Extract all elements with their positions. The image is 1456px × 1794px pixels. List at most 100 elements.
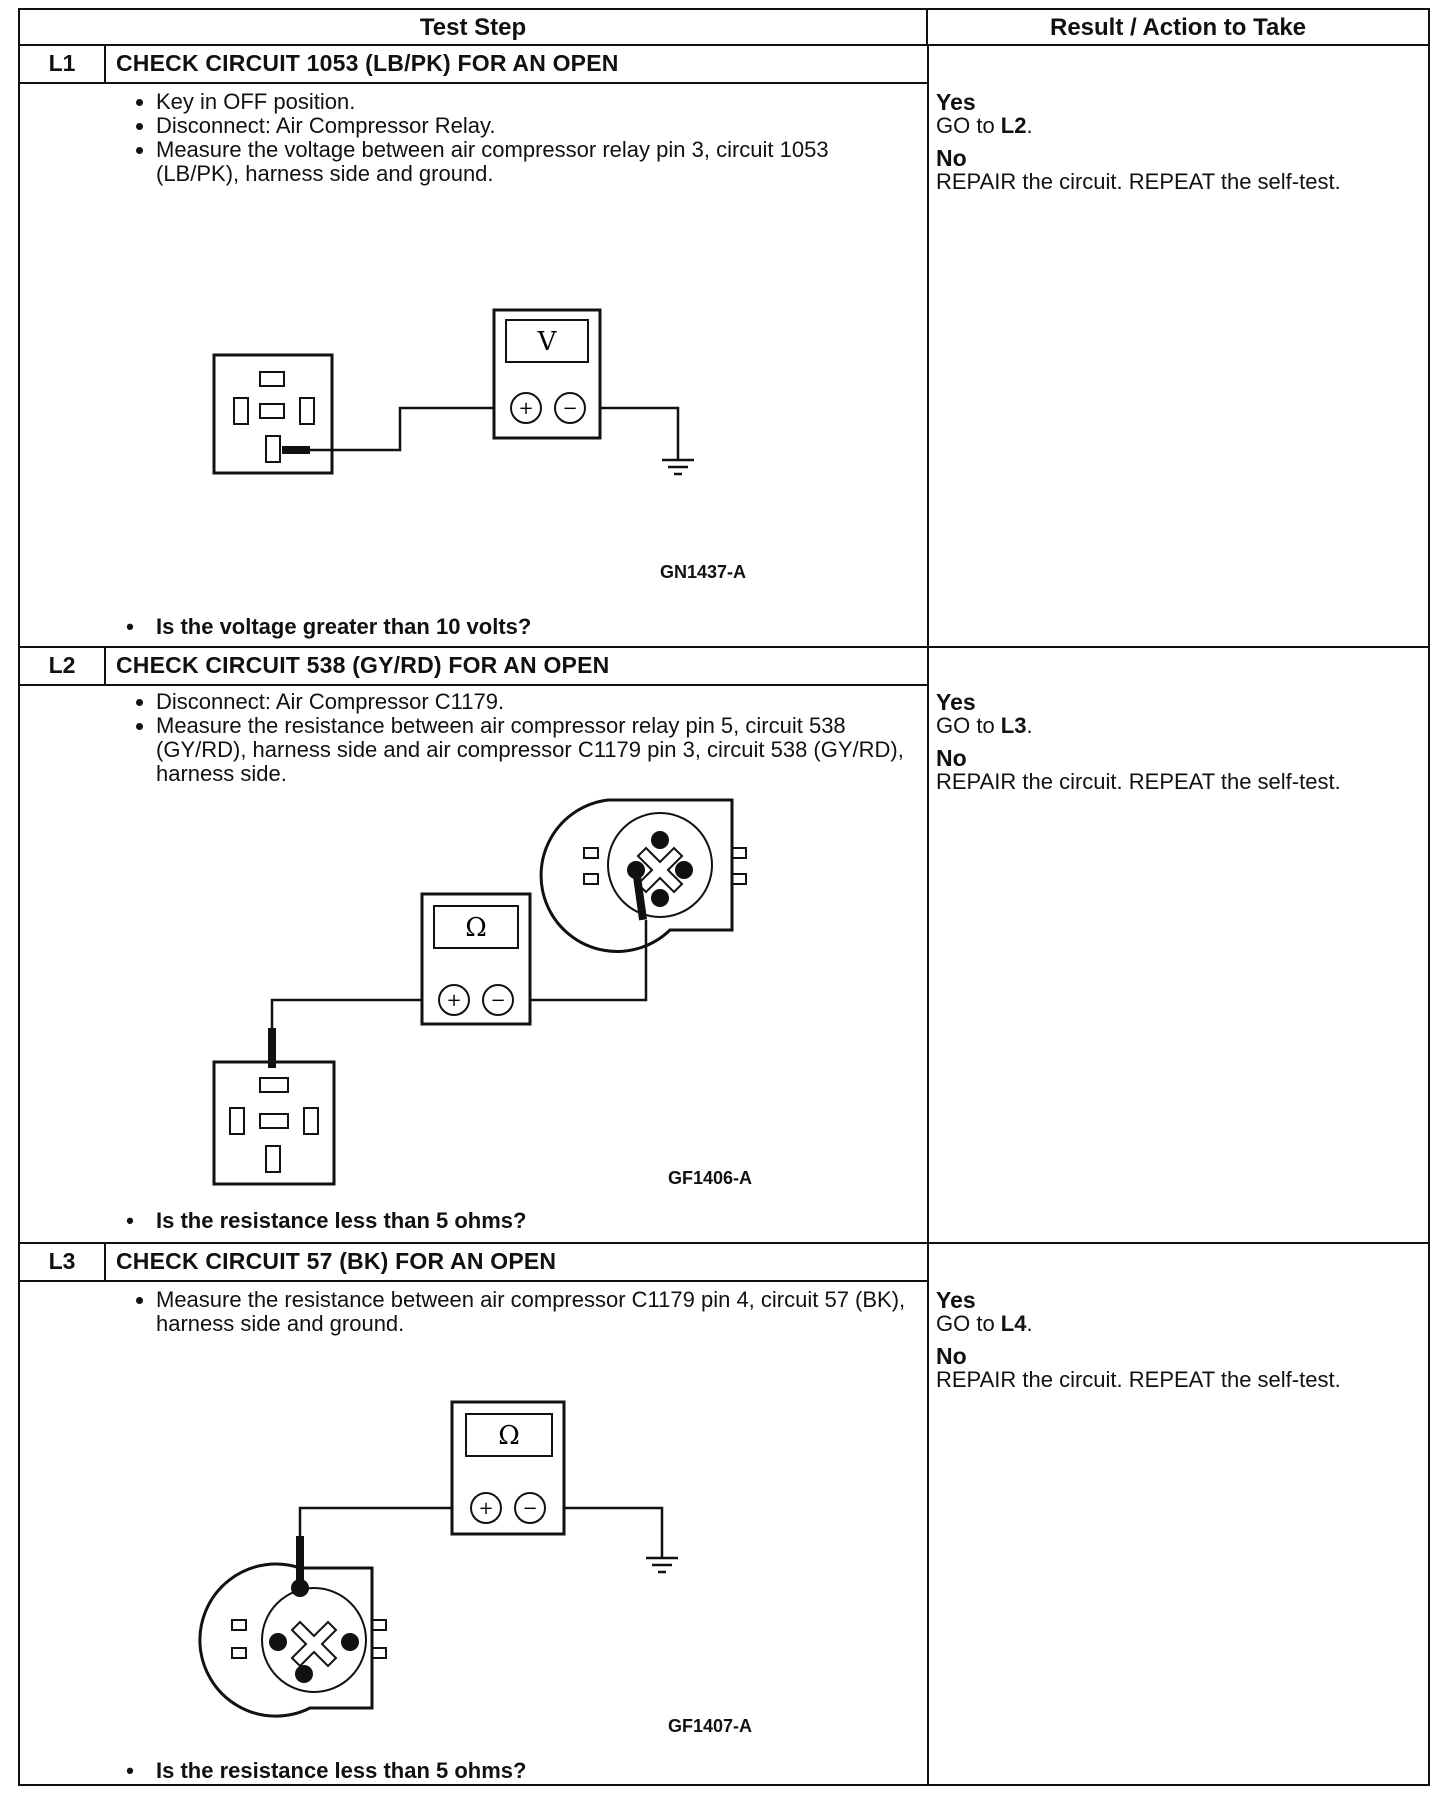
diagnostic-test-table: Test Step Result / Action to Take L1 CHE… bbox=[18, 8, 1430, 1786]
instruction-item: Measure the resistance between air compr… bbox=[156, 714, 926, 786]
yes-action: GO to L3. bbox=[936, 713, 1033, 738]
negative-terminal bbox=[514, 1492, 546, 1524]
figure-label-L2: GF1406-A bbox=[668, 1168, 753, 1188]
positive-terminal bbox=[470, 1492, 502, 1524]
goto-link[interactable]: L3 bbox=[1000, 713, 1027, 738]
header-test-step: Test Step bbox=[20, 10, 928, 46]
positive-terminal bbox=[438, 984, 470, 1016]
relay-terminal bbox=[259, 403, 285, 419]
pin bbox=[627, 861, 645, 879]
svg-text:−: − bbox=[522, 1498, 537, 1519]
no-label: No bbox=[936, 1343, 967, 1369]
yes-action: GO to L2. bbox=[936, 113, 1033, 138]
probe-tip bbox=[282, 446, 310, 454]
meter-display bbox=[465, 1413, 553, 1457]
pin bbox=[295, 1665, 313, 1683]
instruction-item: Disconnect: Air Compressor Relay. bbox=[156, 114, 916, 138]
yes-label: Yes bbox=[936, 1287, 976, 1313]
instruction-list-L1: Key in OFF position. Disconnect: Air Com… bbox=[104, 90, 916, 186]
step-title-divider bbox=[20, 1280, 928, 1282]
ground-lead bbox=[564, 1506, 664, 1558]
meter-symbol: Ω bbox=[498, 1421, 520, 1451]
negative-terminal bbox=[482, 984, 514, 1016]
column-divider bbox=[927, 46, 929, 1786]
c1179-connector bbox=[539, 798, 734, 953]
meter-symbol: Ω bbox=[465, 913, 487, 943]
row-divider bbox=[20, 1242, 1428, 1244]
circuit-diagram-resistance-L3: Ω + − bbox=[198, 1400, 678, 1718]
test-lead bbox=[298, 1506, 452, 1538]
yes-action: GO to L4. bbox=[936, 1311, 1033, 1336]
svg-text:+: + bbox=[446, 990, 461, 1011]
header-result-action: Result / Action to Take bbox=[928, 10, 1428, 46]
step-title-divider bbox=[20, 684, 928, 686]
meter-display bbox=[505, 319, 589, 363]
yes-label: Yes bbox=[936, 689, 976, 715]
instruction-item: Measure the voltage between air compress… bbox=[156, 138, 916, 186]
c1179-connector bbox=[198, 1562, 374, 1718]
step-id-divider bbox=[104, 1242, 106, 1280]
result-L2: Yes GO to L3. No REPAIR the circuit. REP… bbox=[936, 690, 1341, 794]
question-L3: •Is the resistance less than 5 ohms? bbox=[126, 1758, 527, 1783]
instruction-item: Disconnect: Air Compressor C1179. bbox=[156, 690, 926, 714]
ohmmeter bbox=[420, 892, 532, 1026]
relay-connector bbox=[212, 1060, 336, 1186]
step-title-divider bbox=[20, 82, 928, 84]
meter-display bbox=[433, 905, 519, 949]
instruction-list-L3: Measure the resistance between air compr… bbox=[104, 1288, 916, 1336]
test-lead bbox=[310, 406, 494, 452]
meter-symbol: V bbox=[537, 327, 558, 357]
pin bbox=[651, 831, 669, 849]
minus-glyph: − bbox=[562, 398, 577, 419]
step-id-divider bbox=[104, 646, 106, 684]
positive-terminal bbox=[510, 392, 542, 424]
step-id-L3: L3 bbox=[48, 1248, 76, 1274]
circuit-diagram-resistance-L2: Ω + − bbox=[212, 798, 747, 1186]
probe-tip bbox=[296, 1536, 304, 1584]
result-L3: Yes GO to L4. No REPAIR the circuit. REP… bbox=[936, 1288, 1341, 1392]
row-divider bbox=[20, 646, 1428, 648]
step-id-L2: L2 bbox=[48, 652, 76, 678]
figure-label-L1: GN1437-A bbox=[660, 562, 747, 582]
voltmeter bbox=[492, 308, 602, 440]
step-title-L1: CHECK CIRCUIT 1053 (LB/PK) FOR AN OPEN bbox=[116, 50, 619, 76]
relay-terminal bbox=[265, 435, 281, 463]
relay-terminal bbox=[259, 371, 285, 387]
pin bbox=[651, 889, 669, 907]
yes-label: Yes bbox=[936, 89, 976, 115]
ohmmeter bbox=[450, 1400, 566, 1536]
no-label: No bbox=[936, 745, 967, 771]
step-id-L1: L1 bbox=[48, 50, 76, 76]
instruction-item: Key in OFF position. bbox=[156, 90, 916, 114]
ground-lead bbox=[600, 406, 680, 460]
test-lead bbox=[530, 920, 648, 1002]
goto-link[interactable]: L4 bbox=[1000, 1311, 1027, 1336]
probe-tip bbox=[268, 1028, 276, 1068]
no-action: REPAIR the circuit. REPEAT the self-test… bbox=[936, 169, 1341, 194]
question-L1: •Is the voltage greater than 10 volts? bbox=[126, 614, 532, 639]
figure-label-L3: GF1407-A bbox=[668, 1716, 753, 1736]
pin bbox=[675, 861, 693, 879]
pin bbox=[341, 1633, 359, 1651]
instruction-list-L2: Disconnect: Air Compressor C1179. Measur… bbox=[104, 690, 926, 786]
pin bbox=[269, 1633, 287, 1651]
plus-glyph: + bbox=[518, 398, 533, 419]
circuit-diagram-voltage: V + − bbox=[212, 308, 694, 476]
svg-text:−: − bbox=[490, 990, 505, 1011]
goto-link[interactable]: L2 bbox=[1000, 113, 1027, 138]
no-label: No bbox=[936, 145, 967, 171]
negative-terminal bbox=[554, 392, 586, 424]
no-action: REPAIR the circuit. REPEAT the self-test… bbox=[936, 769, 1341, 794]
step-id-divider bbox=[104, 46, 106, 82]
svg-text:+: + bbox=[478, 1498, 493, 1519]
instruction-item: Measure the resistance between air compr… bbox=[156, 1288, 916, 1336]
relay-terminal bbox=[233, 397, 249, 425]
pin bbox=[291, 1579, 309, 1597]
probe-tip bbox=[632, 875, 648, 921]
relay-connector bbox=[212, 353, 334, 475]
question-L2: •Is the resistance less than 5 ohms? bbox=[126, 1208, 527, 1233]
result-L1: Yes GO to L2. No REPAIR the circuit. REP… bbox=[936, 90, 1341, 194]
relay-terminal bbox=[299, 397, 315, 425]
step-title-L2: CHECK CIRCUIT 538 (GY/RD) FOR AN OPEN bbox=[116, 652, 610, 678]
test-lead bbox=[270, 998, 422, 1030]
